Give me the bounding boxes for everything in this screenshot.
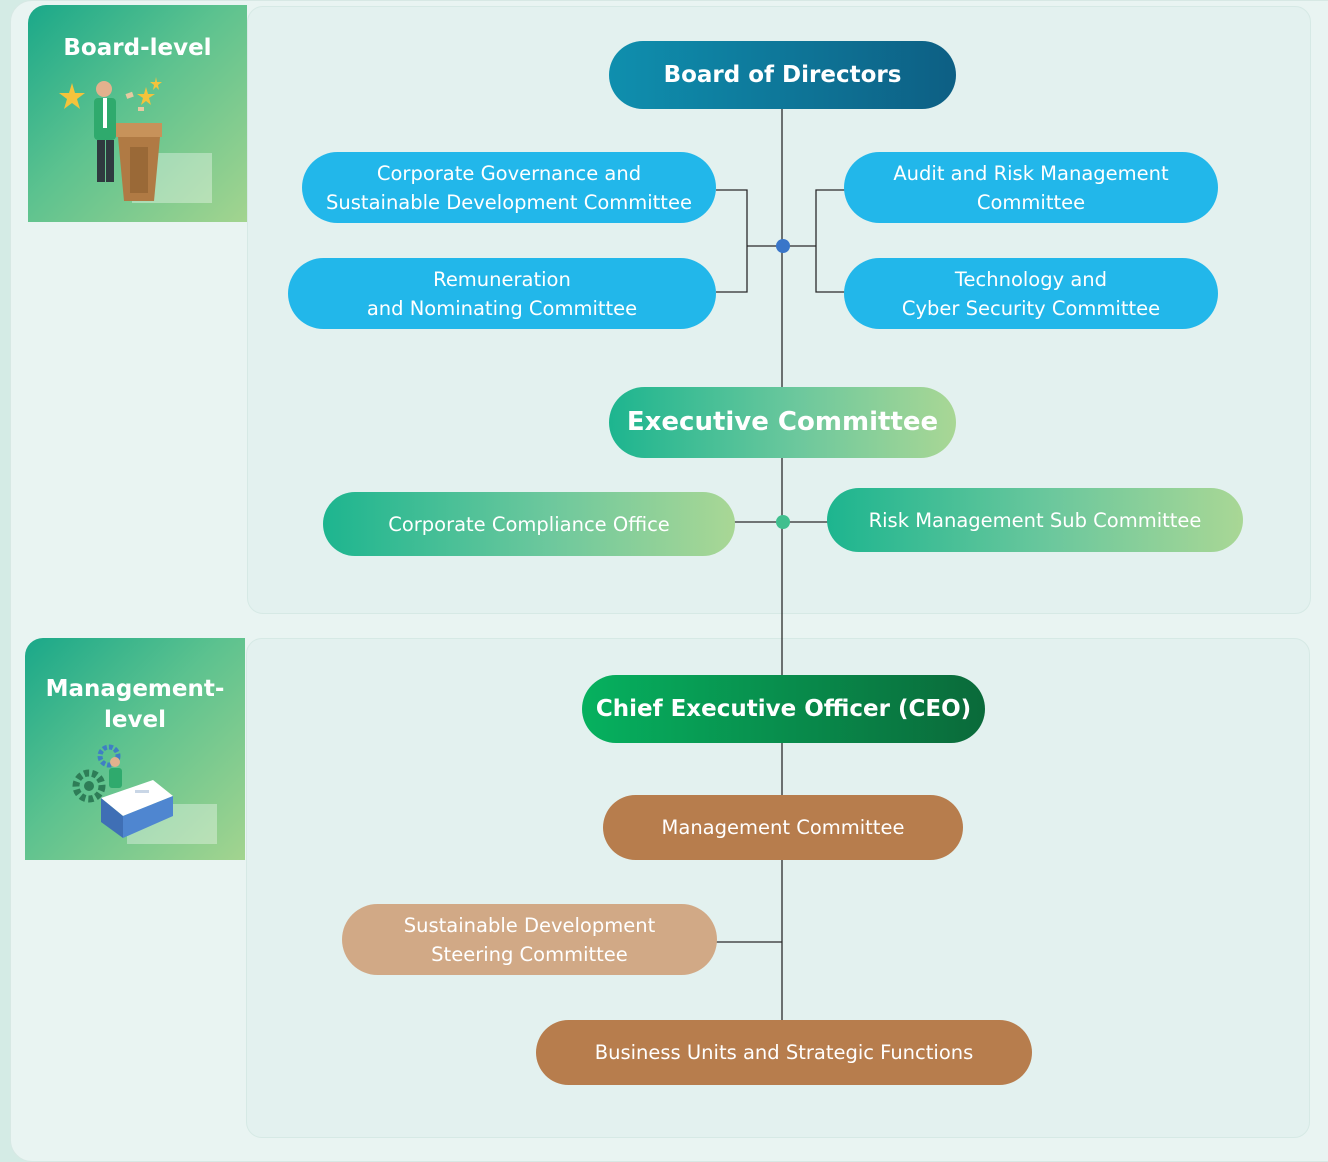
board-committees-junction-dot [776,239,790,253]
ceo-node: Chief Executive Officer (CEO) [582,675,985,743]
management-level-label: Management- level [45,676,225,733]
management-committee-node: Management Committee [603,795,963,860]
corporate-governance-committee-node: Corporate Governance and Sustainable Dev… [302,152,716,223]
executive-support-junction-dot [776,515,790,529]
technology-cyber-committee-node: Technology and Cyber Security Committee [844,258,1218,329]
sustainable-development-steering-committee-node: Sustainable Development Steering Committ… [342,904,717,975]
executive-committee-node: Executive Committee [609,387,956,458]
right-committee-bracket [815,189,846,293]
board-level-tab: Board-level [28,5,247,222]
corporate-compliance-office-node: Corporate Compliance Office [323,492,735,556]
audit-risk-committee-node: Audit and Risk Management Committee [844,152,1218,223]
person-at-desk-with-gears-illustration-icon [72,744,217,844]
risk-management-sub-committee-node: Risk Management Sub Committee [827,488,1243,552]
left-committee-bracket [716,189,748,293]
board-level-label: Board-level [63,35,212,61]
board-of-directors-node: Board of Directors [609,41,956,109]
remuneration-nominating-committee-node: Remuneration and Nominating Committee [288,258,716,329]
speaker-at-podium-illustration-icon [59,77,212,203]
management-level-tab: Management- level [25,638,245,860]
business-units-strategic-functions-node: Business Units and Strategic Functions [536,1020,1032,1085]
